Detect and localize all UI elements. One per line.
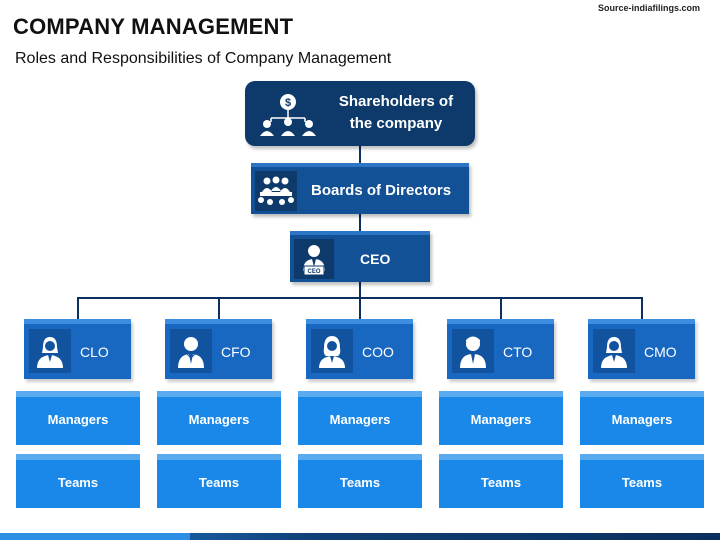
teams-box-cto: Teams <box>439 454 563 508</box>
managers-box-cfo: Managers <box>157 391 281 445</box>
managers-box-cmo: Managers <box>580 391 704 445</box>
ceo-icon: CEO <box>294 239 334 279</box>
shareholders-label-line2: the company <box>349 115 443 132</box>
connector-drop-coo <box>359 297 361 319</box>
teams-label: Teams <box>480 474 522 490</box>
connector-drop-clo <box>77 297 79 319</box>
managers-label: Managers <box>188 411 250 427</box>
teams-box-coo: Teams <box>298 454 422 508</box>
ceo-label: CEO <box>360 250 391 267</box>
managers-label: Managers <box>329 411 391 427</box>
role-label-cmo: CMO <box>644 343 677 360</box>
shareholders-icon: $ <box>259 91 317 137</box>
managers-label: Managers <box>470 411 532 427</box>
managers-label: Managers <box>47 411 109 427</box>
connector-drop-cfo <box>218 297 220 319</box>
teams-label: Teams <box>57 474 99 490</box>
board-box: Boards of Directors <box>251 163 469 214</box>
source-credit: Source-indiafilings.com <box>597 3 700 13</box>
role-box-clo: CLO <box>24 319 131 379</box>
male-executive-icon <box>170 329 212 373</box>
managers-label: Managers <box>611 411 673 427</box>
teams-box-clo: Teams <box>16 454 140 508</box>
managers-box-clo: Managers <box>16 391 140 445</box>
connector-shareholders-board <box>359 146 361 163</box>
boardroom-icon <box>255 171 297 211</box>
role-label-cto: CTO <box>503 343 533 360</box>
connector-drop-cmo <box>641 297 643 319</box>
managers-box-cto: Managers <box>439 391 563 445</box>
teams-label: Teams <box>198 474 240 490</box>
role-box-coo: COO <box>306 319 413 379</box>
role-label-coo: COO <box>362 343 394 360</box>
male-executive-icon <box>452 329 494 373</box>
role-box-cto: CTO <box>447 319 554 379</box>
female-executive-icon <box>29 329 71 373</box>
role-label-cfo: CFO <box>221 343 251 360</box>
managers-box-coo: Managers <box>298 391 422 445</box>
teams-label: Teams <box>621 474 663 490</box>
shareholders-box: $ Shareholders of the company <box>245 81 475 146</box>
female-executive-icon <box>311 329 353 373</box>
page-title: COMPANY MANAGEMENT <box>13 14 294 39</box>
footer-bar <box>0 533 720 540</box>
teams-box-cfo: Teams <box>157 454 281 508</box>
connector-drop-cto <box>500 297 502 319</box>
connector-ceo-bus <box>359 282 361 299</box>
board-label: Boards of Directors <box>311 182 452 199</box>
page-subtitle: Roles and Responsibilities of Company Ma… <box>15 50 392 67</box>
role-box-cfo: CFO <box>165 319 272 379</box>
ceo-badge-text: CEO <box>307 269 320 275</box>
svg-text:$: $ <box>285 97 291 109</box>
teams-box-cmo: Teams <box>580 454 704 508</box>
footer-bar-accent <box>0 533 190 540</box>
teams-label: Teams <box>339 474 381 490</box>
female-executive-icon <box>593 329 635 373</box>
connector-board-ceo <box>359 214 361 231</box>
ceo-box: CEO CEO <box>290 231 430 282</box>
role-box-cmo: CMO <box>588 319 695 379</box>
role-label-clo: CLO <box>80 343 109 360</box>
shareholders-label-line1: Shareholders of <box>338 93 454 110</box>
